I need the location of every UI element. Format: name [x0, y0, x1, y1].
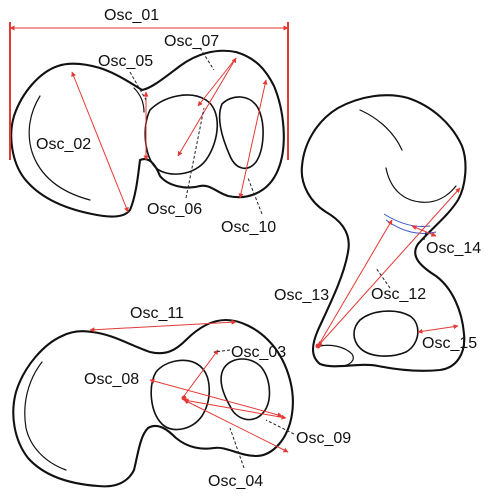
bone-outline-top-left — [10, 49, 285, 218]
leader-osc-07 — [199, 47, 215, 71]
label-osc-14: Osc_14 — [426, 240, 481, 257]
measure-point-right — [315, 343, 321, 349]
bone-inner-edge-top-left — [28, 95, 91, 201]
pubic-notch-top-left — [133, 87, 145, 113]
measure-line-osc-07 — [177, 57, 237, 157]
label-osc-06: Osc_06 — [147, 201, 202, 218]
measure-line-osc-15 — [417, 324, 459, 334]
bone-inner-edge-right — [385, 167, 457, 203]
label-osc-04: Osc_04 — [208, 473, 263, 490]
leader-osc-04 — [229, 427, 245, 469]
sciatic-notch-curve — [383, 213, 431, 227]
measure-line-osc-10 — [238, 79, 268, 199]
label-osc-03: Osc_03 — [231, 344, 286, 361]
obturator-foramen-top-left — [218, 96, 264, 169]
measure-line-osc-08b — [183, 349, 219, 397]
acetabulum-rim-top-left — [144, 94, 218, 175]
measurement-lines — [9, 22, 461, 453]
measure-line-osc-13 — [317, 187, 461, 347]
measure-line-osc-13b — [317, 219, 393, 347]
obturator-foramen-right — [353, 310, 419, 357]
acetabulum-rim-bottom-left — [150, 359, 211, 431]
label-osc-12: Osc_12 — [371, 286, 426, 303]
leader-lines — [129, 47, 427, 469]
label-osc-01: Osc_01 — [104, 7, 159, 24]
label-osc-15: Osc_15 — [422, 335, 477, 352]
measurement-labels: Osc_01 Osc_02 Osc_03 Osc_04 Osc_05 Osc_0… — [36, 7, 481, 490]
measure-line-osc-02 — [71, 71, 129, 213]
measure-line-osc-04 — [183, 399, 289, 453]
leader-osc-03 — [213, 349, 231, 353]
bone-crest-right — [359, 109, 403, 151]
bone-view-top-left — [10, 49, 285, 218]
measure-line-osc-07b — [197, 57, 237, 107]
measure-line-osc-08 — [149, 378, 283, 418]
label-osc-02: Osc_02 — [36, 136, 91, 153]
leader-osc-10 — [247, 177, 263, 215]
bone-inner-edge-bottom-left — [24, 361, 67, 471]
label-osc-08: Osc_08 — [84, 371, 139, 388]
label-osc-10: Osc_10 — [221, 219, 276, 236]
bone-outline-right — [300, 94, 467, 372]
pubic-symphysis-right — [319, 344, 354, 367]
label-osc-05: Osc_05 — [98, 53, 153, 70]
leader-osc-05 — [129, 71, 147, 101]
label-osc-11: Osc_11 — [130, 305, 184, 322]
bone-view-right — [300, 94, 467, 372]
label-osc-09: Osc_09 — [296, 430, 351, 447]
leader-osc-06 — [185, 107, 205, 199]
label-osc-13: Osc_13 — [274, 287, 329, 304]
leader-osc-12 — [375, 267, 391, 289]
measure-line-osc-14 — [411, 225, 437, 237]
label-osc-07: Osc_07 — [164, 33, 219, 50]
measure-point-bottom-left — [181, 395, 187, 401]
leader-osc-14 — [423, 231, 427, 241]
measure-line-osc-11 — [89, 319, 237, 333]
leader-osc-09 — [265, 419, 295, 435]
